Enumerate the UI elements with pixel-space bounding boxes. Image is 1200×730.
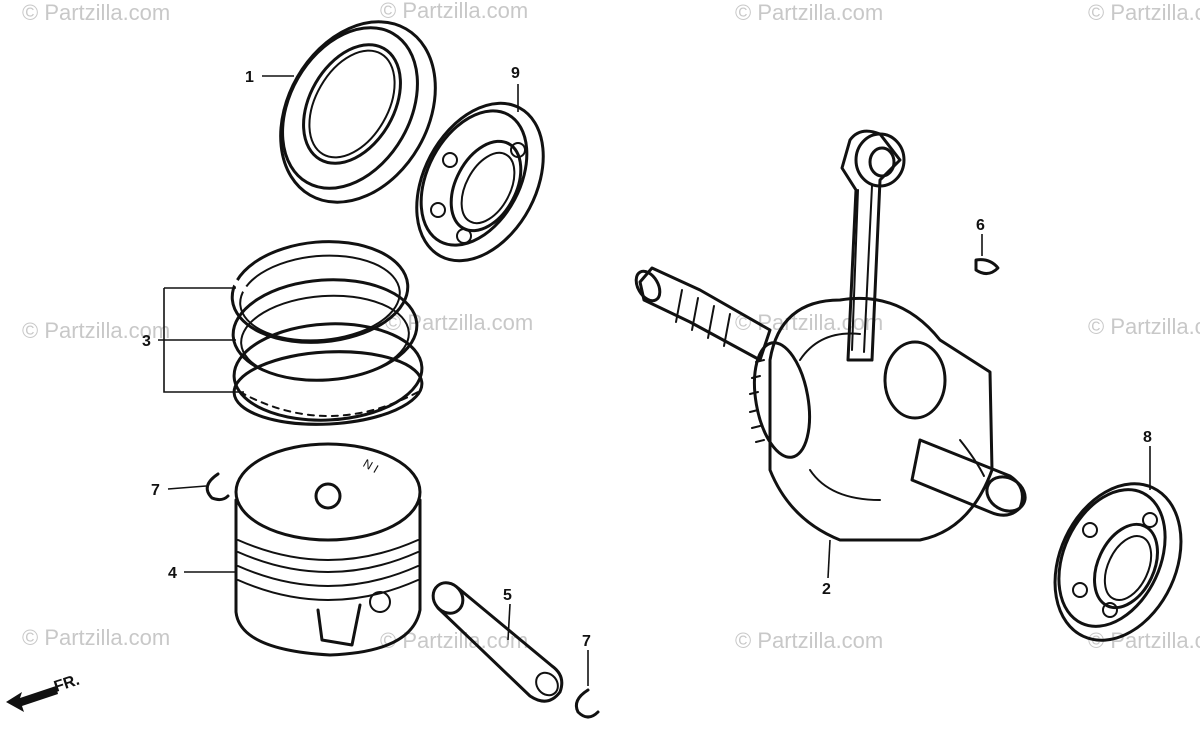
piston-ring-set-part[interactable] (228, 235, 424, 429)
oil-seal-part[interactable] (249, 0, 466, 230)
watermark: © Partzilla.com (385, 310, 533, 335)
front-label: FR. (52, 672, 82, 696)
front-direction-indicator: FR. (6, 672, 82, 712)
front-arrow-icon (6, 686, 58, 712)
callout-7: 7 (151, 482, 160, 499)
piston-pin-clip-upper-part[interactable] (205, 472, 230, 502)
leader-lines (158, 75, 1151, 686)
callout-5: 5 (503, 587, 512, 604)
callout-9: 9 (511, 65, 520, 82)
callout-4: 4 (168, 565, 177, 582)
woodruff-key-part[interactable] (974, 258, 1000, 275)
callouts: 1 2 3 4 5 6 7 7 8 9 (142, 65, 1152, 650)
watermarks: © Partzilla.com © Partzilla.com © Partzi… (22, 0, 1200, 653)
ball-bearing-upper-part[interactable] (391, 82, 569, 283)
callout-3: 3 (142, 333, 151, 350)
watermark: © Partzilla.com (1088, 314, 1200, 339)
watermark: © Partzilla.com (22, 625, 170, 650)
callout-2: 2 (822, 581, 831, 598)
crankshaft-part[interactable] (631, 129, 1031, 542)
callout-6: 6 (976, 217, 985, 234)
watermark: © Partzilla.com (380, 628, 528, 653)
callout-8: 8 (1143, 429, 1152, 446)
callout-7: 7 (582, 633, 591, 650)
watermark: © Partzilla.com (735, 0, 883, 25)
piston-pin-clip-lower-part[interactable] (574, 688, 600, 719)
watermark: © Partzilla.com (380, 0, 528, 23)
watermark: © Partzilla.com (22, 0, 170, 25)
ball-bearing-lower-part[interactable] (1031, 463, 1200, 661)
watermark: © Partzilla.com (1088, 0, 1200, 25)
piston-part[interactable]: N I (234, 442, 422, 657)
piston-direction-mark: N I (361, 456, 381, 476)
callout-1: 1 (245, 69, 254, 86)
watermark: © Partzilla.com (735, 628, 883, 653)
watermark: © Partzilla.com (22, 318, 170, 343)
piston-pin-part[interactable] (427, 577, 564, 703)
